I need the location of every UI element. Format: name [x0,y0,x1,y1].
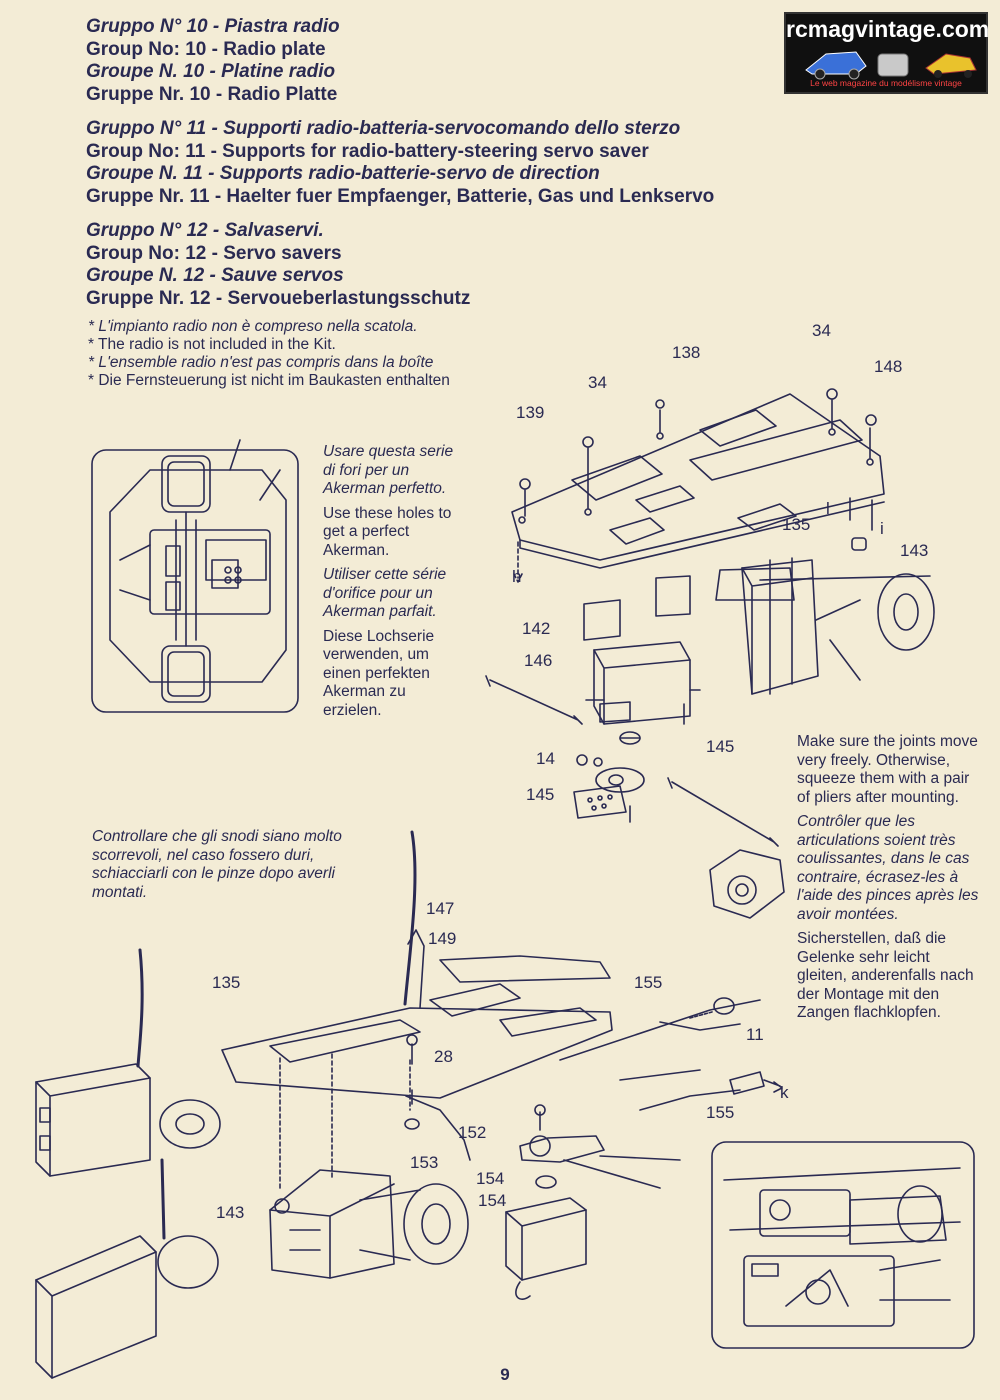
part-label-i: i [880,519,884,538]
heading-line: Gruppe Nr. 10 - Radio Platte [86,83,338,105]
heading-line: Gruppe Nr. 12 - Servoueberlastungsschutz [86,287,471,309]
part-label-135-top: 135 [782,515,810,534]
servo-installed-illustration [711,1141,975,1349]
part-label-h: h [512,567,521,586]
radio-not-included-notes: * L'impianto radio non è compreso nella … [88,318,528,390]
part-label-138: 138 [672,343,700,362]
ackerman-instructions: Usare questa serie di fori per un Akerma… [323,443,461,726]
heading-line: Gruppo N° 11 - Supporti radio-batteria-s… [86,118,681,139]
joints-text-en: Make sure the joints move very freely. O… [797,733,978,806]
ackerman-text-it: Usare questa serie di fori per un Akerma… [323,443,454,497]
ackerman-text-en: Use these holes to get a perfect Akerman… [323,504,452,559]
heading-line: Gruppe Nr. 11 - Haelter fuer Empfaenger,… [86,185,715,207]
servo-saver-exploded-view [35,830,783,1379]
part-label-139: 139 [516,403,544,422]
heading-line: Groupe N. 10 - Platine radio [86,61,336,82]
heading-line: Group No: 12 - Servo savers [86,242,342,264]
joints-instructions-it: Controllare che gli snodi siano molto sc… [92,828,354,908]
part-label-154-lower: 154 [478,1191,506,1210]
joints-instructions-right: Make sure the joints move very freely. O… [797,733,979,1029]
logo-tagline: Le web magazine du modélisme vintage [810,78,962,88]
part-label-34-right: 34 [812,321,831,340]
part-label-153: 153 [410,1153,438,1172]
note-line: * L'ensemble radio n'est pas compris dan… [88,354,434,371]
part-label-154-upper: 154 [476,1169,504,1188]
note-line: * Die Fernsteuerung ist nicht im Baukast… [88,372,450,389]
heading-line: Groupe N. 12 - Sauve servos [86,265,344,286]
part-label-l: l [826,499,830,518]
group-headings: Gruppo N° 10 - Piastra radio Group No: 1… [86,16,786,322]
part-label-34-left: 34 [588,373,607,392]
rcmagvintage-logo: rcmagvintage.com Le web magazine du modé… [784,12,990,94]
part-label-147: 147 [426,899,454,918]
group-11-heading: Gruppo N° 11 - Supporti radio-batteria-s… [86,118,786,208]
part-label-28: 28 [434,1047,453,1066]
chassis-top-view-illustration [91,439,299,713]
heading-line: Groupe N. 11 - Supports radio-batterie-s… [86,163,600,184]
part-label-143-bottom: 143 [216,1203,244,1222]
part-label-148: 148 [874,357,902,376]
group-12-heading: Gruppo N° 12 - Salvaservi. Group No: 12 … [86,220,786,310]
heading-line: Group No: 10 - Radio plate [86,38,326,60]
joints-text-fr: Contrôler que les articulations soient t… [797,813,979,923]
part-number-labels: 34 34 138 148 139 135 l i 143 h 142 146 … [212,321,928,1222]
note-line: * The radio is not included in the Kit. [88,336,336,353]
part-label-155-top: 155 [634,973,662,992]
group-10-heading: Gruppo N° 10 - Piastra radio Group No: 1… [86,16,786,106]
joints-text-it: Controllare che gli snodi siano molto sc… [92,828,342,901]
part-label-152: 152 [458,1123,486,1142]
part-label-135-bottom: 135 [212,973,240,992]
page-number: 9 [500,1365,510,1384]
logo-title: rcmagvintage.com [786,16,990,42]
heading-line: Group No: 11 - Supports for radio-batter… [86,140,649,162]
ackerman-text-fr: Utiliser cette série d'orifice pour un A… [323,566,447,620]
heading-line: Gruppo N° 10 - Piastra radio [86,16,340,37]
part-label-146: 146 [524,651,552,670]
part-label-145-upper: 145 [706,737,734,756]
logo-cars-icon [805,51,977,80]
radio-plate-exploded-view [485,388,935,919]
note-line: * L'impianto radio non è compreso nella … [88,318,418,335]
part-label-145-lower: 145 [526,785,554,804]
part-label-155-bottom: 155 [706,1103,734,1122]
ackerman-text-de: Diese Lochserie verwenden, um einen perf… [323,627,435,719]
joints-text-de: Sicherstellen, daß die Gelenke sehr leic… [797,930,974,1021]
part-label-14: 14 [536,749,555,768]
part-label-143-top: 143 [900,541,928,560]
part-label-149: 149 [428,929,456,948]
heading-line: Gruppo N° 12 - Salvaservi. [86,220,324,241]
part-label-k: k [780,1083,789,1102]
part-label-11: 11 [746,1025,764,1044]
part-label-142: 142 [522,619,550,638]
